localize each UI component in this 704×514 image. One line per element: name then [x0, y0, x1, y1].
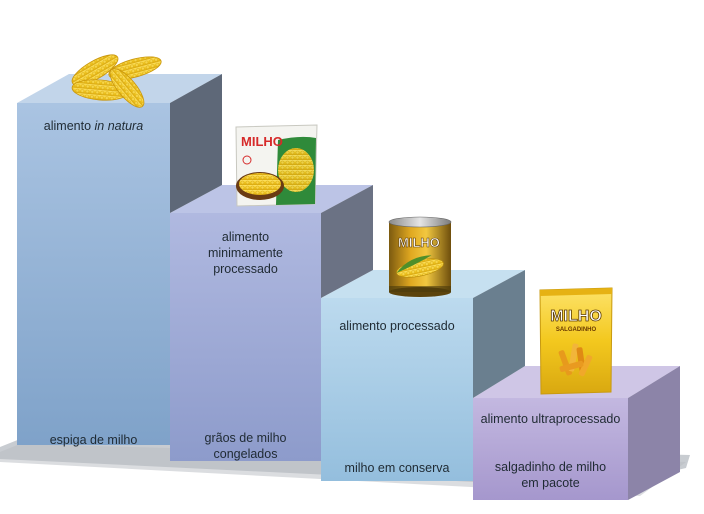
step-1-category-em: in natura — [95, 119, 144, 133]
step-2-category-line-1: alimento — [170, 229, 321, 245]
corn-can-image: MILHO — [389, 217, 451, 297]
step-1-example: espiga de milho — [17, 432, 170, 448]
step-4-example-line-1: salgadinho de milho — [473, 459, 628, 475]
step-2-example-line-1: grãos de milho — [170, 430, 321, 446]
step-2-example: grãos de milho congelados — [170, 430, 321, 462]
step-2-example-line-2: congelados — [170, 446, 321, 462]
step-2-category-line-3: processado — [170, 261, 321, 277]
frozen-corn-bag-image: MILHO — [236, 125, 317, 206]
chips-sublabel: SALGADINHO — [556, 327, 597, 333]
step-4-category: alimento ultraprocessado — [473, 411, 628, 427]
can-label: MILHO — [398, 235, 440, 250]
step-1-category: alimento in natura — [17, 118, 170, 134]
step-4-example: salgadinho de milho em pacote — [473, 459, 628, 491]
step-4-example-line-2: em pacote — [473, 475, 628, 491]
step-3-category: alimento processado — [321, 318, 473, 334]
step-1-category-pre: alimento — [44, 119, 95, 133]
step-2-category-line-2: minimamente — [170, 245, 321, 261]
step-1-front — [17, 103, 170, 445]
frozen-bag-label: MILHO — [241, 134, 283, 149]
step-3-example: milho em conserva — [321, 460, 473, 476]
chips-label: MILHO — [550, 308, 602, 325]
step-2-category: alimento minimamente processado — [170, 229, 321, 277]
chips-bag-image: MILHO SALGADINHO — [540, 288, 612, 394]
